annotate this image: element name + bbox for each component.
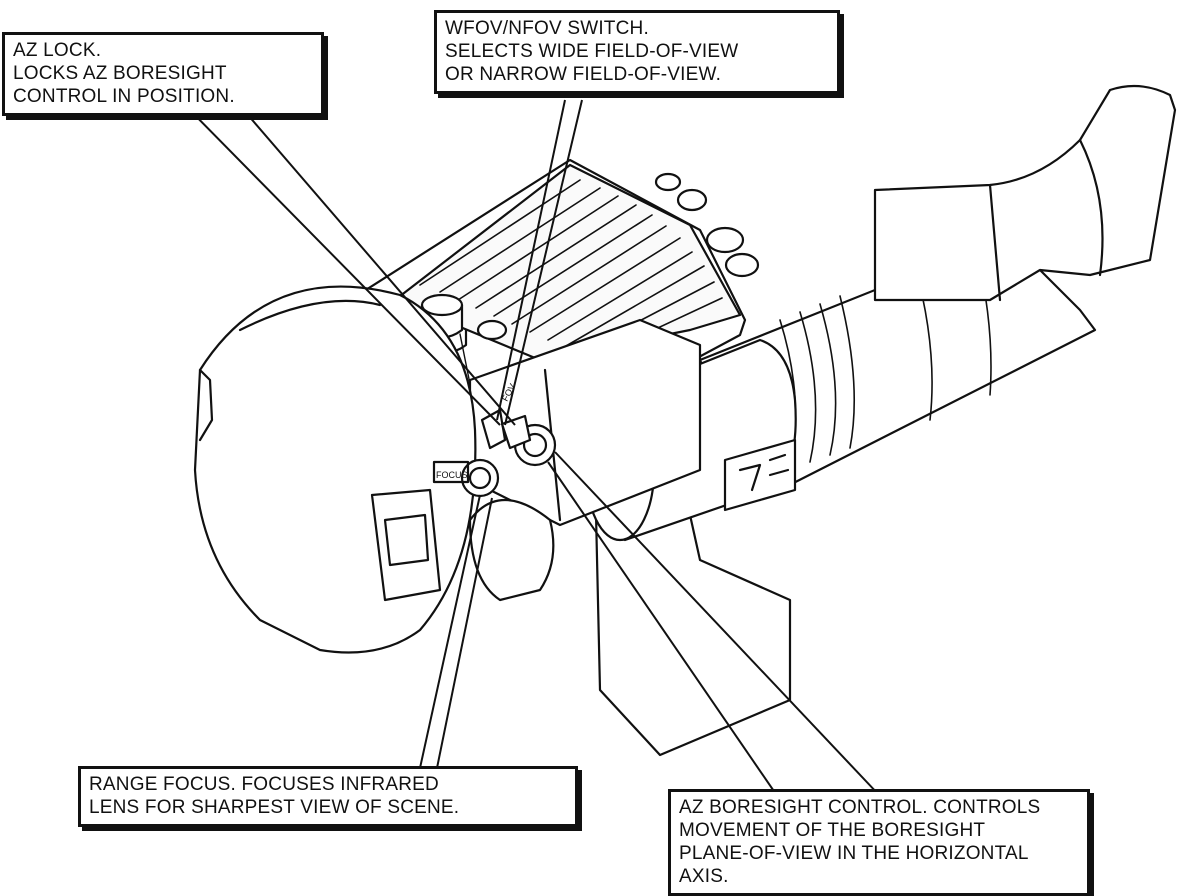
callout-wfov-line-2: SELECTS WIDE FIELD-OF-VIEW	[445, 41, 739, 62]
callout-azbore-line-1: AZ BORESIGHT CONTROL. CONTROLS	[679, 797, 1041, 818]
callout-azbore-line-4: AXIS.	[679, 866, 729, 887]
leader-range-focus-2	[436, 497, 493, 769]
callout-wfov-line-1: WFOV/NFOV SWITCH.	[445, 18, 649, 39]
callout-az-lock: AZ LOCK. LOCKS AZ BORESIGHT CONTROL IN P…	[2, 32, 324, 116]
leader-lines	[179, 99, 881, 801]
objective-rim	[238, 299, 382, 332]
objective-strap	[370, 488, 442, 602]
callout-az-lock-line-1: AZ LOCK.	[13, 40, 102, 61]
eyecup	[873, 84, 1177, 302]
cover-fins	[419, 179, 723, 355]
callout-range-line-1: RANGE FOCUS. FOCUSES INFRARED	[89, 774, 439, 795]
focus-drum	[468, 499, 555, 602]
leader-az-lock-1	[179, 99, 501, 426]
leader-wfov-1	[496, 99, 566, 421]
leader-range-focus-1	[419, 494, 481, 769]
fov-switch	[480, 408, 507, 450]
callout-wfov-line-3: OR NARROW FIELD-OF-VIEW.	[445, 64, 722, 85]
callout-az-lock-line-3: CONTROL IN POSITION.	[13, 86, 235, 107]
cover-connectors	[654, 172, 760, 278]
callout-range-focus: RANGE FOCUS. FOCUSES INFRARED LENS FOR S…	[78, 766, 578, 827]
callout-range-line-2: LENS FOR SHARPEST VIEW OF SCENE.	[89, 797, 460, 818]
leader-az-boresight-2	[554, 451, 881, 797]
az-lock-lever	[500, 414, 532, 450]
callout-az-boresight-control: AZ BORESIGHT CONTROL. CONTROLS MOVEMENT …	[668, 789, 1090, 896]
leader-az-boresight-1	[547, 461, 781, 801]
callout-az-lock-line-2: LOCKS AZ BORESIGHT	[13, 63, 227, 84]
leader-wfov-2	[504, 99, 583, 426]
leader-az-lock-2	[234, 99, 516, 426]
callout-azbore-line-3: PLANE-OF-VIEW IN THE HORIZONTAL	[679, 843, 1029, 864]
callout-azbore-line-2: MOVEMENT OF THE BORESIGHT	[679, 820, 986, 841]
callout-wfov-nfov-switch: WFOV/NFOV SWITCH. SELECTS WIDE FIELD-OF-…	[434, 10, 840, 94]
focus-marking: FOCUS	[436, 470, 468, 480]
top-nut	[476, 319, 508, 341]
